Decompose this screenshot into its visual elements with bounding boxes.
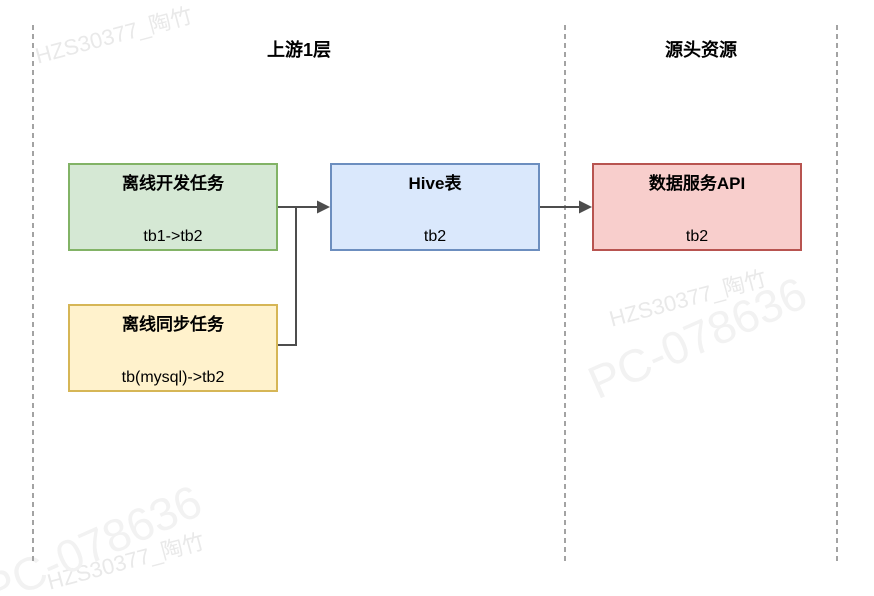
node-subtitle: tb1->tb2: [143, 228, 203, 245]
arrowhead-into-hive: [317, 200, 330, 214]
arrowhead-into-api: [579, 200, 592, 214]
section-header-upstream-layer-1: 上游1层: [266, 40, 331, 60]
node-data-service-api[interactable]: 数据服务API tb2: [592, 163, 802, 251]
node-title: 数据服务API: [648, 174, 746, 193]
section-divider-left: [32, 25, 34, 563]
node-offline-sync-task[interactable]: 离线同步任务 tb(mysql)->tb2: [68, 304, 278, 392]
node-hive-table[interactable]: Hive表 tb2: [330, 163, 540, 251]
section-divider-right: [836, 25, 838, 563]
node-subtitle: tb(mysql)->tb2: [121, 369, 225, 386]
section-divider-middle: [564, 25, 566, 563]
node-title: 离线开发任务: [122, 174, 224, 193]
watermark-device-tag: PC-078636: [580, 266, 815, 409]
section-header-source-resource: 源头资源: [665, 40, 737, 60]
node-subtitle: tb2: [423, 228, 447, 245]
watermark-user-tag: HZS30377_陶竹: [44, 528, 208, 595]
edge-offline-sync-to-hive: [278, 207, 297, 346]
watermark-user-tag: HZS30377_陶竹: [606, 265, 770, 332]
node-offline-dev-task[interactable]: 离线开发任务 tb1->tb2: [68, 163, 278, 251]
node-title: 离线同步任务: [122, 315, 224, 334]
node-title: Hive表: [408, 174, 462, 193]
node-subtitle: tb2: [685, 228, 709, 245]
